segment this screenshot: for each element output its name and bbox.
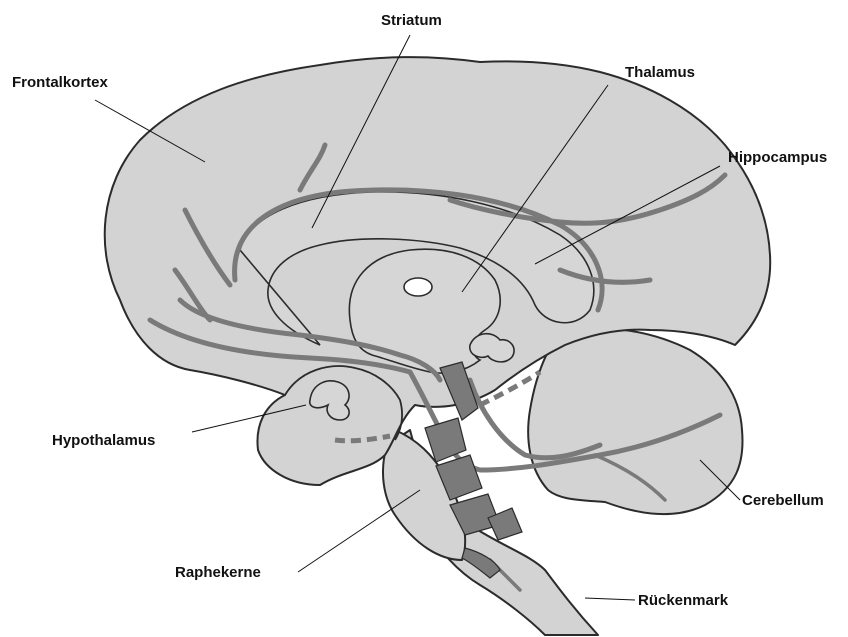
label-thalamus: Thalamus (625, 64, 695, 81)
label-hippocampus: Hippocampus (728, 149, 827, 166)
label-hypothalamus: Hypothalamus (52, 432, 155, 449)
label-striatum: Striatum (381, 12, 442, 29)
leader-raphekerne (298, 490, 420, 572)
ventricle-hole (404, 278, 432, 296)
label-frontalkortex: Frontalkortex (12, 74, 109, 91)
leader-rueckenmark (585, 598, 635, 600)
label-rueckenmark: Rückenmark (638, 592, 729, 609)
label-raphekerne: Raphekerne (175, 564, 261, 581)
label-cerebellum: Cerebellum (742, 492, 824, 509)
